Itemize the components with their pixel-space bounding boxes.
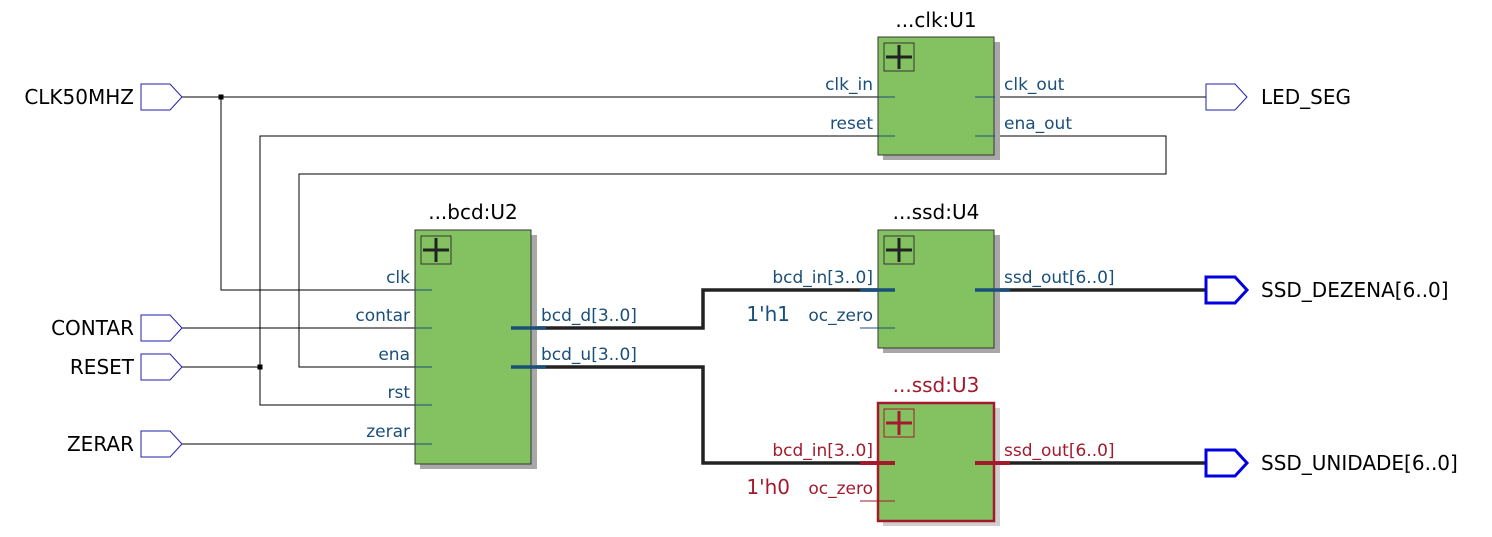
u2-port-clk: clk [386,268,410,288]
pin-label-reset: RESET [70,355,135,379]
block-u1-title: ...clk:U1 [895,8,976,32]
u2-port-zerar: zerar [366,422,410,442]
pin-label-ssd-unidade: SSD_UNIDADE[6..0] [1261,451,1458,475]
block-u2-body[interactable] [414,229,532,465]
u1-port-clk-in: clk_in [825,75,873,95]
block-u1[interactable]: ...clk:U1 clk_in reset clk_out ena_out [825,8,1072,160]
expand-plus-icon[interactable] [883,408,915,438]
block-u2[interactable]: ...bcd:U2 clk contar ena rst zerar bcd_d… [355,200,637,469]
wire-reset-to-u1[interactable] [259,135,878,367]
pin-label-led-seg: LED_SEG [1261,85,1351,109]
block-u3[interactable]: ...ssd:U3 bcd_in[3..0] oc_zero ssd_out[6… [746,373,1115,526]
pin-label-ssd-dezena: SSD_DEZENA[6..0] [1261,278,1449,302]
u1-port-reset: reset [830,114,873,134]
block-u3-title: ...ssd:U3 [893,373,980,397]
wires [182,94,1206,465]
block-u4-title: ...ssd:U4 [893,200,980,224]
u4-port-oc-zero: oc_zero [808,306,873,326]
bus-bcd-d[interactable] [530,288,878,330]
u1-port-ena-out: ena_out [1004,114,1072,134]
wire-reset[interactable] [182,366,415,406]
pin-label-zerar: ZERAR [67,432,134,456]
expand-plus-icon[interactable] [420,235,452,265]
pin-zerar[interactable] [140,430,183,458]
junction-reset [257,364,263,370]
u1-port-clk-out: clk_out [1004,75,1065,95]
pin-reset[interactable] [140,353,183,381]
block-u1-body[interactable] [877,36,995,156]
expand-plus-icon[interactable] [883,42,915,72]
u2-port-rst: rst [387,383,410,403]
pin-label-contar: CONTAR [51,316,134,340]
u4-const-oc-zero: 1'h1 [746,302,790,326]
pin-clk50mhz[interactable] [140,83,183,111]
pin-ssd-unidade[interactable] [1204,448,1250,478]
u3-port-bcd-in: bcd_in[3..0] [772,441,873,461]
u4-port-bcd-in: bcd_in[3..0] [772,268,873,288]
block-u2-title: ...bcd:U2 [428,200,518,224]
pin-ssd-dezena[interactable] [1204,275,1250,305]
u2-port-contar: contar [355,306,410,326]
wire-clk-to-u2[interactable] [220,97,415,291]
pin-led-seg[interactable] [1205,83,1248,111]
expand-plus-icon[interactable] [883,235,915,265]
pin-contar[interactable] [140,314,183,342]
u3-port-oc-zero: oc_zero [808,479,873,499]
u2-port-bcd-d: bcd_d[3..0] [541,306,637,326]
pin-label-clk50mhz: CLK50MHZ [24,85,134,109]
u4-port-ssd-out: ssd_out[6..0] [1004,268,1115,288]
wire-ena[interactable] [298,135,1167,368]
block-u4[interactable]: ...ssd:U4 bcd_in[3..0] oc_zero ssd_out[6… [746,200,1115,353]
bus-bcd-u[interactable] [530,365,878,465]
u2-port-ena: ena [378,345,410,365]
u3-port-ssd-out: ssd_out[6..0] [1004,441,1115,461]
input-pins: CLK50MHZ CONTAR RESET ZERAR [24,83,183,458]
output-pins: LED_SEG SSD_DEZENA[6..0] SSD_UNIDADE[6..… [1204,83,1458,478]
junction-clk [218,94,224,100]
u2-port-bcd-u: bcd_u[3..0] [541,345,637,365]
u3-const-oc-zero: 1'h0 [746,475,790,499]
